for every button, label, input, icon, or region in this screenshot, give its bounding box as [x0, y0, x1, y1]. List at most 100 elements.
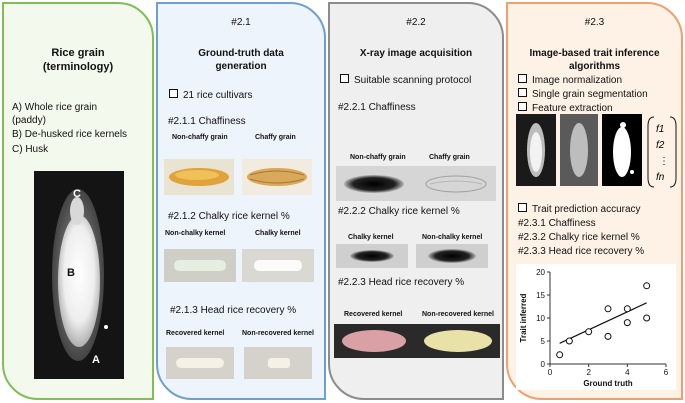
caption-recovered-kernel: Recovered kernel	[166, 330, 225, 337]
feature-fn: fn	[656, 172, 665, 183]
accuracy-title-label: Trait prediction accuracy	[532, 204, 641, 215]
data-point	[643, 314, 651, 322]
image-segmented-mask	[602, 114, 642, 186]
term-item-b: B) De-husked rice kernels	[12, 129, 128, 140]
x-tick-label: 4	[625, 368, 630, 377]
data-point	[623, 305, 631, 313]
caption-xray-recovered: Recovered kernel	[344, 311, 403, 318]
panel2-title-line2: generation	[215, 61, 267, 72]
caption-chaffy-grain: Chaffy grain	[255, 134, 296, 141]
accuracy-item-chalky: #2.3.2 Chalky rice kernel %	[518, 232, 640, 243]
feature-f1: f1	[656, 124, 664, 135]
y-tick-label: 5	[541, 337, 546, 346]
panel2-section-chaffiness: #2.1.1 Chaffiness	[168, 116, 246, 127]
photo-non-chaffy-grain	[164, 159, 234, 195]
checkbox-icon	[518, 203, 527, 212]
panel3-section-head-rice: #2.2.3 Head rice recovery %	[338, 277, 465, 288]
xray-chalky-kernel	[336, 244, 408, 268]
xray-non-chalky-kernel	[416, 244, 488, 268]
image-normalized	[560, 114, 598, 186]
x-axis-label: Ground truth	[583, 379, 632, 388]
data-point	[556, 351, 564, 359]
panel-ground-truth: #2.1 Ground-truth data generation 21 ric…	[156, 2, 326, 400]
data-point	[604, 305, 612, 313]
panel3-bullet-label: Suitable scanning protocol	[354, 75, 472, 86]
step-feature-extraction-label: Feature extraction	[532, 103, 613, 114]
y-tick-label: 0	[541, 360, 546, 369]
panel1-title-line1: Rice grain	[51, 47, 105, 59]
panel3-title: X-ray image acquisition	[359, 48, 473, 59]
caption-chalky-kernel: Chalky kernel	[255, 230, 301, 237]
panel3-number: #2.2	[406, 17, 426, 28]
caption-xray-chalky: Chalky kernel	[348, 234, 394, 241]
data-point	[623, 319, 631, 327]
y-tick-label: 20	[536, 268, 545, 277]
photo-recovered-kernel	[166, 347, 234, 379]
y-axis-label: Trait inferred	[519, 293, 528, 342]
feature-ellipsis: ⋮	[659, 156, 669, 167]
accuracy-item-head-rice: #2.3.3 Head rice recovery %	[518, 246, 645, 257]
checkbox-icon	[518, 74, 527, 83]
caption-xray-non-recovered: Non-recovered kernel	[422, 311, 494, 318]
panel3-section-chalky: #2.2.2 Chalky rice kernel %	[338, 206, 460, 217]
data-point	[643, 282, 651, 290]
panel4-title-line1: Image-based trait inference	[529, 48, 660, 59]
xray-grain-image: C B A	[34, 171, 124, 379]
photo-chaffy-grain	[242, 159, 312, 195]
photo-non-recovered-kernel	[244, 347, 312, 379]
step-segmentation: Single grain segmentation	[518, 88, 648, 100]
step-normalization: Image normalization	[518, 74, 622, 86]
term-item-a-cont: (paddy)	[12, 115, 46, 126]
panel3-section-chaffiness: #2.2.1 Chaffiness	[338, 102, 416, 113]
data-point	[604, 332, 612, 340]
checkbox-icon	[518, 102, 527, 111]
term-item-c: C) Husk	[12, 144, 49, 155]
data-point	[585, 328, 593, 336]
accuracy-item-chaffiness: #2.3.1 Chaffiness	[518, 218, 596, 229]
xray-head-rice-image	[334, 324, 500, 358]
panel4-title-line2: algorithms	[568, 61, 621, 72]
accuracy-title: Trait prediction accuracy	[518, 203, 641, 215]
step-feature-extraction: Feature extraction	[518, 102, 613, 114]
y-tick-label: 10	[536, 314, 545, 323]
caption-non-chaffy-grain: Non-chaffy grain	[172, 134, 228, 141]
y-tick-label: 15	[536, 291, 545, 300]
panel2-bullet-label: 21 rice cultivars	[183, 90, 253, 101]
term-item-a: A) Whole rice grain	[12, 102, 98, 113]
caption-xray-chaffy: Chaffy grain	[429, 154, 470, 161]
step-normalization-label: Image normalization	[532, 75, 623, 86]
panel4-number: #2.3	[584, 17, 605, 28]
xray-chaffiness-image	[336, 166, 496, 201]
panel2-section-chalky: #2.1.2 Chalky rice kernel %	[168, 211, 290, 222]
panel2-bullet: 21 rice cultivars	[169, 89, 252, 101]
image-raw-xray	[516, 114, 556, 186]
grain-label-b: B	[67, 267, 75, 279]
checkbox-icon	[169, 89, 178, 98]
panel2-title-line1: Ground-truth data	[198, 48, 284, 59]
panel1-title-line2: (terminology)	[42, 61, 114, 73]
caption-xray-non-chaffy: Non-chaffy grain	[350, 154, 406, 161]
caption-non-recovered-kernel: Non-recovered kernel	[242, 330, 314, 337]
caption-xray-non-chalky: Non-chalky kernel	[422, 234, 483, 241]
photo-non-chalky-kernel	[164, 249, 236, 282]
checkbox-icon	[340, 74, 349, 83]
checkbox-icon	[518, 88, 527, 97]
panel-xray-acquisition: #2.2 X-ray image acquisition Suitable sc…	[328, 2, 504, 400]
caption-non-chalky-kernel: Non-chalky kernel	[165, 230, 226, 237]
panel2-section-head-rice: #2.1.3 Head rice recovery %	[170, 305, 297, 316]
x-tick-label: 6	[664, 368, 669, 377]
x-tick-label: 0	[548, 368, 553, 377]
grain-label-a: A	[92, 354, 100, 366]
feature-f2: f2	[656, 140, 665, 151]
feature-vector-icon: f1 f2 ⋮ fn	[647, 116, 677, 188]
panel-trait-inference: #2.3 Image-based trait inference algorit…	[506, 2, 683, 400]
data-point	[565, 337, 573, 345]
photo-chalky-kernel	[242, 249, 314, 282]
grain-label-c: C	[73, 188, 81, 200]
x-tick-label: 2	[586, 368, 591, 377]
step-segmentation-label: Single grain segmentation	[532, 89, 648, 100]
panel3-bullet: Suitable scanning protocol	[340, 74, 471, 86]
trendline	[559, 302, 647, 344]
panel2-number: #2.1	[231, 17, 251, 28]
